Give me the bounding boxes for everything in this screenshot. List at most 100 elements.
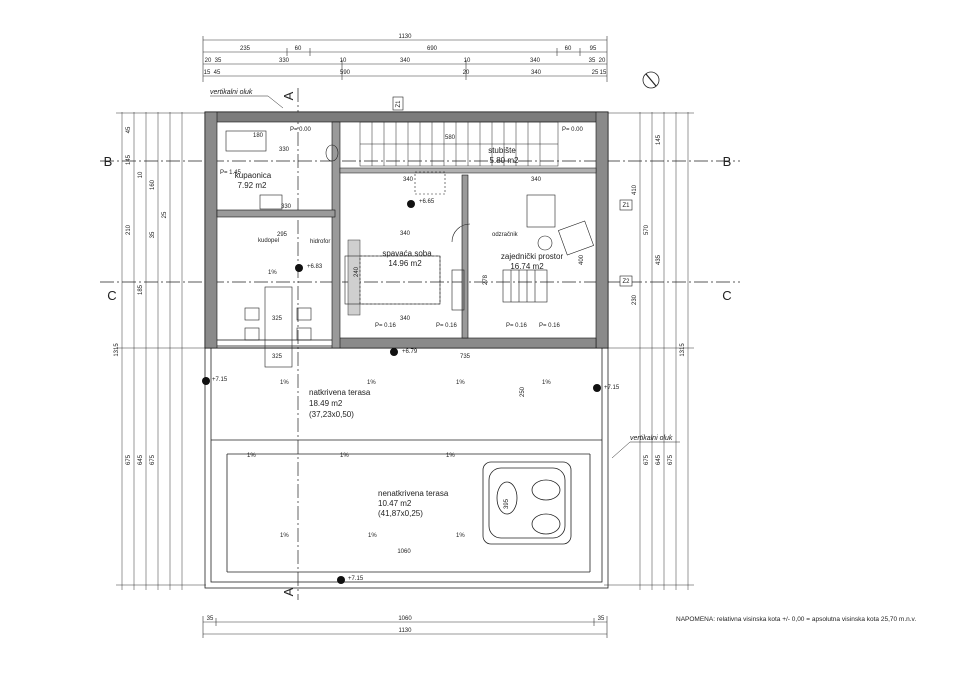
- room-name-stubiste: stubište: [488, 146, 516, 155]
- dim-top-1: 235: [240, 46, 251, 52]
- label-vertikalni-oluk-top: vertikalni oluk: [210, 89, 253, 96]
- slope-7: 1%: [340, 453, 349, 459]
- label-vertikalni-oluk-right: vertikalni oluk: [630, 435, 673, 442]
- dim-r3-6: 25: [592, 70, 599, 76]
- idim-295: 295: [277, 232, 288, 238]
- dim-right-3: 570: [644, 224, 650, 235]
- dim-left-3: 10: [138, 171, 144, 178]
- dim-bottom-overall: 1130: [399, 628, 413, 634]
- dim-r2-8: 35: [589, 58, 596, 64]
- label-odzracnik: odzračnik: [492, 232, 519, 238]
- level-p016-c: P= 0.16: [506, 323, 528, 329]
- idim-580: 580: [445, 135, 456, 141]
- slope-6: 1%: [247, 453, 256, 459]
- room-area-stubiste: 5.80 m2: [490, 156, 519, 165]
- idim-340a: 340: [403, 177, 414, 183]
- jacuzzi-icon: [482, 461, 572, 545]
- dim-r2-2: 35: [215, 58, 222, 64]
- slope-5: 1%: [542, 380, 551, 386]
- bottom-dimension-chains: [202, 616, 608, 638]
- dim-left-4: 160: [150, 179, 156, 190]
- level-p016-d: P= 0.16: [539, 323, 561, 329]
- room-calc-natkrivena: (37,23x0,50): [309, 410, 354, 419]
- idim-1060: 1060: [397, 549, 411, 555]
- top-dimension-chains: [202, 36, 608, 82]
- idim-400: 400: [579, 254, 585, 265]
- room-name-spavaca: spavaća soba: [382, 249, 432, 258]
- idim-735: 735: [460, 354, 471, 360]
- section-c-right: C: [722, 288, 731, 303]
- dim-r3-4: 20: [463, 70, 470, 76]
- room-area-kupaonica: 7.92 m2: [238, 181, 267, 190]
- dim-r2-7: 340: [530, 58, 541, 64]
- label-hidrofor: hidrofor: [310, 239, 330, 245]
- dim-r2-1: 20: [205, 58, 212, 64]
- slope-3: 1%: [367, 380, 376, 386]
- level-p016-b: P= 0.16: [436, 323, 458, 329]
- dim-bottom-3: 35: [598, 616, 605, 622]
- dim-right-5: 230: [632, 294, 638, 305]
- dim-r2-3: 330: [279, 58, 290, 64]
- note-napomena: NAPOMENA: relativna visinska kota +/- 0,…: [676, 616, 916, 623]
- idim-240: 240: [354, 266, 360, 277]
- level-p0-a: P= 0.00: [290, 127, 312, 133]
- idim-325b: 325: [272, 354, 283, 360]
- right-dimension-chains: [604, 112, 694, 590]
- dim-r2-6: 10: [464, 58, 471, 64]
- level-l2: +6.83: [307, 264, 323, 270]
- dim-left-6: 210: [126, 224, 132, 235]
- room-area-nenatkrivena: 10.47 m2: [378, 499, 412, 508]
- dim-overall-top: 1130: [399, 34, 413, 40]
- section-a-top: A: [281, 91, 296, 100]
- label-kudopel: kudopel: [258, 238, 279, 244]
- dim-right-1: 145: [656, 134, 662, 145]
- room-calc-nenatkrivena: (41,87x0,25): [378, 509, 423, 518]
- idim-325a: 325: [272, 316, 283, 322]
- building-walls: [204, 111, 609, 349]
- dim-left-9: 1315: [114, 343, 120, 357]
- dim-right-8: 645: [656, 454, 662, 465]
- room-name-nenatkrivena: nenatkrivena terasa: [378, 489, 449, 498]
- dim-right-9: 675: [668, 454, 674, 465]
- dim-right-7: 675: [644, 454, 650, 465]
- dim-r2-9: 20: [599, 58, 606, 64]
- dim-left-5: 25: [162, 211, 168, 218]
- section-a-bottom: A: [281, 587, 296, 596]
- furniture: [225, 130, 594, 368]
- idim-395: 395: [504, 498, 510, 509]
- idim-340d: 340: [400, 316, 411, 322]
- dim-right-2: 410: [632, 184, 638, 195]
- dim-left-11: 645: [138, 454, 144, 465]
- dim-right-6: 1315: [680, 343, 686, 357]
- dim-top-4: 60: [565, 46, 572, 52]
- level-l5: +7.15: [604, 385, 620, 391]
- slope-4: 1%: [456, 380, 465, 386]
- level-l6: +7.15: [348, 576, 364, 582]
- dim-left-12: 675: [150, 454, 156, 465]
- idim-180: 180: [253, 133, 264, 139]
- slope-10: 1%: [368, 533, 377, 539]
- room-area-zajednicki: 16.74 m2: [510, 262, 544, 271]
- level-l3: +6.79: [402, 349, 418, 355]
- dim-r2-5: 340: [400, 58, 411, 64]
- level-l1: +6.65: [419, 199, 435, 205]
- north-arrow-icon: [642, 71, 660, 89]
- idim-330a: 330: [279, 147, 290, 153]
- staircase: [359, 121, 559, 167]
- room-name-zajednicki: zajednički prostor: [501, 252, 564, 261]
- level-p145: P= 1.45: [220, 170, 242, 176]
- slope-2: 1%: [280, 380, 289, 386]
- idim-278: 278: [483, 274, 489, 285]
- dim-top-3: 690: [427, 46, 438, 52]
- section-tags: [392, 96, 633, 287]
- dim-top-5: 95: [590, 46, 597, 52]
- idim-250: 250: [520, 386, 526, 397]
- dim-left-8: 185: [138, 284, 144, 295]
- dim-r3-2: 45: [214, 70, 221, 76]
- section-b-right: B: [723, 154, 732, 169]
- room-name-natkrivena: natkrivena terasa: [309, 388, 371, 397]
- slope-11: 1%: [456, 533, 465, 539]
- dim-bottom-2: 1060: [398, 616, 412, 622]
- room-name-kupaonica: kupaonica: [235, 171, 272, 180]
